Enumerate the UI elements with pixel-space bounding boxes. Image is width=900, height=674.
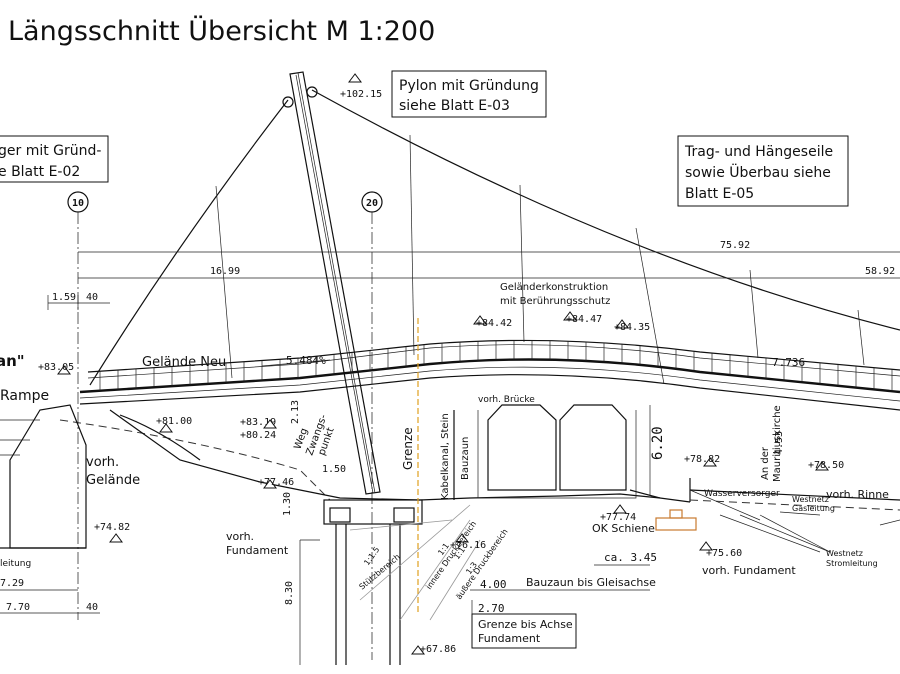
svg-text:Geländerkonstruktion: Geländerkonstruktion [500, 282, 608, 293]
svg-text:an": an" [0, 352, 25, 370]
axis-20-marker: 20 [361, 191, 383, 660]
svg-text:4.00: 4.00 [480, 578, 507, 591]
pylon-note: Pylon mit Gründung siehe Blatt E-03 [391, 70, 547, 118]
svg-text:+81.00: +81.00 [156, 416, 192, 427]
svg-text:7.736: 7.736 [772, 356, 805, 369]
axis-10-marker: 10 [67, 191, 89, 620]
svg-text:+84.35: +84.35 [614, 322, 650, 333]
svg-text:Gelände Neu: Gelände Neu [142, 355, 226, 370]
svg-text:Westnetz: Westnetz [792, 495, 829, 504]
svg-text:+84.47: +84.47 [566, 314, 602, 325]
svg-text:+67.86: +67.86 [420, 644, 456, 655]
svg-text:5.484%: 5.484% [286, 354, 326, 367]
drawing-title: Längsschnitt Übersicht M 1:200 [8, 15, 435, 47]
svg-text:2.70: 2.70 [478, 602, 505, 615]
svg-text:10: 10 [72, 198, 84, 209]
svg-text:7.70: 7.70 [6, 602, 30, 613]
pylon-foundation [299, 499, 481, 665]
svg-text:58.92: 58.92 [865, 266, 895, 277]
annotation-labels: Gelände Neu vorh. Gelände vorh. Fundamen… [0, 282, 889, 601]
utility-lines [689, 489, 900, 553]
svg-text:Fundament: Fundament [478, 632, 541, 645]
svg-text:Gasleitung: Gasleitung [792, 504, 835, 513]
svg-text:Wasserversorger: Wasserversorger [704, 489, 780, 499]
left-abutment: Rampe an" [0, 352, 87, 549]
svg-text:20: 20 [366, 198, 378, 209]
terrain-lines [59, 409, 900, 511]
svg-text:+102.15: +102.15 [340, 89, 382, 100]
svg-text:Stromleitung: Stromleitung [826, 559, 878, 568]
svg-text:vorh. Rinne: vorh. Rinne [826, 488, 889, 501]
svg-text:+77.46: +77.46 [258, 477, 294, 488]
svg-text:+84.42: +84.42 [476, 318, 512, 329]
dimension-texts: 7.29 7.70 40 2.13 1.30 8.30 6.20 4.53 ca… [0, 354, 805, 614]
svg-text:Westnetz: Westnetz [826, 549, 863, 558]
svg-text:Trag- und Hängeseile: Trag- und Hängeseile [684, 144, 833, 160]
svg-text:vorh. Brücke: vorh. Brücke [478, 395, 535, 405]
svg-text:Kabelkanal, Stein: Kabelkanal, Stein [440, 413, 451, 500]
svg-text:Gelände: Gelände [86, 473, 140, 488]
svg-text:vorh.: vorh. [226, 530, 254, 543]
svg-text:sowie Überbau siehe: sowie Überbau siehe [685, 163, 831, 181]
svg-text:leitung: leitung [0, 559, 31, 569]
svg-text:siehe Blatt E-03: siehe Blatt E-03 [399, 98, 510, 114]
svg-text:OK Schiene: OK Schiene [592, 522, 655, 535]
svg-text:75.92: 75.92 [720, 240, 750, 251]
svg-text:mit Berührungsschutz: mit Berührungsschutz [500, 296, 610, 307]
abutment-note: ger mit Gründ- e Blatt E-02 [0, 135, 109, 183]
svg-text:1.59: 1.59 [52, 292, 76, 303]
svg-text:Mauritiuskirche: Mauritiuskirche [772, 405, 783, 482]
svg-text:Pylon mit Gründung: Pylon mit Gründung [399, 78, 539, 94]
svg-text:40: 40 [86, 602, 98, 613]
svg-text:1:1.5: 1:1.5 [362, 545, 381, 567]
boundary-axis-note: 2.70 Grenze bis Achse Fundament [471, 600, 577, 649]
cable-note: Trag- und Hängeseile sowie Überbau siehe… [677, 135, 849, 207]
bridge-deck [79, 339, 900, 411]
cable-system [89, 89, 900, 386]
railing-posts [99, 340, 893, 392]
svg-text:2.13: 2.13 [290, 400, 301, 424]
right-foundation [655, 509, 697, 531]
svg-text:+78.82: +78.82 [684, 454, 720, 465]
svg-text:vorh.: vorh. [86, 455, 119, 470]
svg-text:7.29: 7.29 [0, 578, 24, 589]
svg-text:6.20: 6.20 [650, 426, 666, 460]
svg-text:Bauzaun: Bauzaun [460, 437, 471, 480]
svg-text:Bauzaun bis Gleisachse: Bauzaun bis Gleisachse [526, 576, 656, 589]
svg-text:+75.60: +75.60 [706, 548, 742, 559]
svg-text:vorh. Fundament: vorh. Fundament [702, 564, 796, 577]
svg-text:ca. 3.45: ca. 3.45 [604, 551, 657, 564]
svg-text:Grenze: Grenze [401, 427, 415, 470]
svg-text:+83.19: +83.19 [240, 417, 276, 428]
svg-text:+78.50: +78.50 [808, 460, 844, 471]
svg-text:ger mit Gründ-: ger mit Gründ- [0, 143, 101, 159]
svg-text:Fundament: Fundament [226, 544, 289, 557]
svg-text:1.30: 1.30 [282, 492, 293, 516]
svg-text:4.53: 4.53 [774, 431, 785, 455]
svg-text:e Blatt E-02: e Blatt E-02 [0, 164, 80, 180]
svg-text:+83.05: +83.05 [38, 362, 74, 373]
svg-text:Blatt E-05: Blatt E-05 [685, 186, 754, 202]
existing-bridge-arches [453, 404, 661, 500]
svg-text:An der: An der [760, 446, 771, 480]
svg-text:Grenze bis Achse: Grenze bis Achse [478, 618, 573, 631]
svg-text:40: 40 [86, 292, 98, 303]
dimension-chain-top: 75.92 16.99 58.92 1.59 40 [47, 240, 900, 310]
svg-text:Rampe: Rampe [0, 388, 49, 404]
svg-text:+74.82: +74.82 [94, 522, 130, 533]
svg-text:8.30: 8.30 [284, 581, 295, 605]
svg-text:+77.74: +77.74 [600, 512, 636, 523]
svg-text:+80.24: +80.24 [240, 430, 276, 441]
svg-text:16.99: 16.99 [210, 266, 240, 277]
svg-text:+76.16: +76.16 [450, 540, 486, 551]
elevation-markers: +83.05 +81.00 +83.19 +80.24 +84.42 +84.4… [38, 311, 844, 655]
svg-text:1.50: 1.50 [322, 464, 346, 475]
